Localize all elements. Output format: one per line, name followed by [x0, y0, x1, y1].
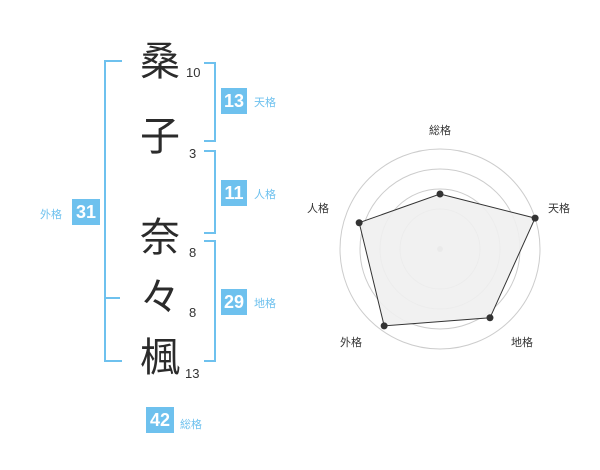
radar-point-soukaku: [436, 190, 444, 198]
stroke-count-5: 13: [185, 366, 200, 381]
radar-label-gaikaku: 外格: [340, 335, 362, 349]
soukaku-label: 総格: [180, 418, 202, 431]
tenkaku-bracket: [204, 62, 216, 142]
stroke-count-2: 3: [189, 146, 197, 161]
radar-point-jinkaku: [355, 219, 363, 227]
radar-label-chikaku: 地格: [511, 335, 533, 349]
radar-point-gaikaku: [380, 322, 388, 330]
chikaku-badge: 29: [221, 289, 247, 315]
gaikaku-divider: [104, 297, 120, 299]
radar-label-soukaku: 総格: [429, 123, 451, 137]
jinkaku-bracket: [204, 150, 216, 234]
radar-label-tenkaku: 天格: [548, 201, 570, 215]
radar-point-tenkaku: [531, 214, 539, 222]
stroke-count-1: 10: [186, 65, 201, 80]
name-char-3: 奈: [140, 215, 180, 261]
radar-point-chikaku: [486, 314, 494, 322]
name-char-2: 子: [140, 114, 180, 160]
name-char-5: 楓: [140, 335, 180, 381]
radar-ring-1: [339, 148, 541, 350]
tenkaku-label: 天格: [254, 96, 276, 109]
gaikaku-label: 外格: [40, 208, 62, 221]
chikaku-label: 地格: [254, 297, 276, 310]
radar-label-jinkaku: 人格: [307, 201, 329, 215]
name-char-4: 々: [140, 275, 180, 321]
radar-points: [355, 190, 539, 330]
jinkaku-badge: 11: [221, 180, 247, 206]
jinkaku-label: 人格: [254, 188, 276, 201]
chikaku-bracket: [204, 240, 216, 362]
gaikaku-bracket: [104, 60, 122, 362]
stroke-count-4: 8: [189, 305, 197, 320]
gaikaku-badge: 31: [72, 199, 100, 225]
tenkaku-badge: 13: [221, 88, 247, 114]
stroke-count-3: 8: [189, 245, 197, 260]
soukaku-badge: 42: [146, 407, 174, 433]
radar-polygon: [358, 193, 536, 327]
name-char-1: 桑: [140, 39, 180, 85]
